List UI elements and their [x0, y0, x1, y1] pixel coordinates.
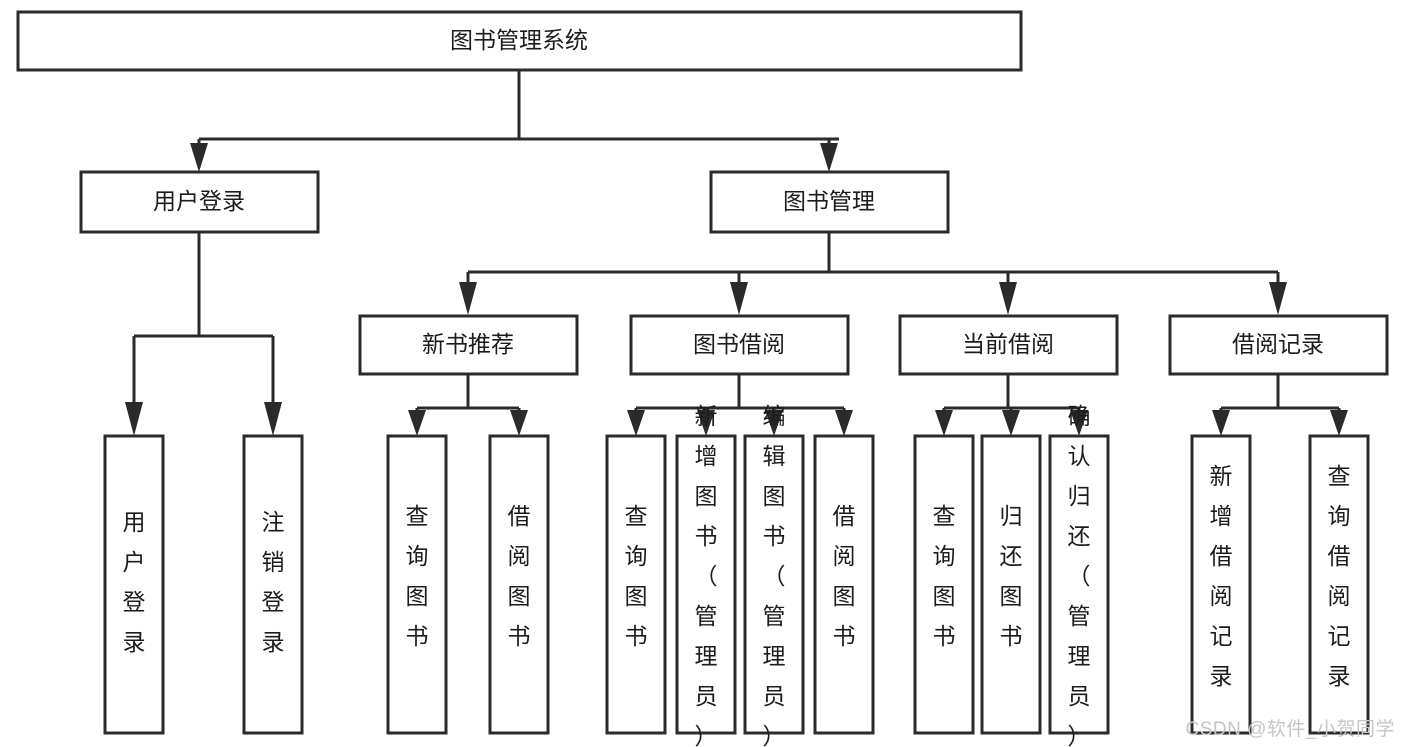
leaf-box [103, 434, 165, 735]
leaf-node-query-book-1[interactable]: 查询图书 [386, 434, 448, 735]
leaf-node-borrow-book-2[interactable]: 借阅图书 [813, 434, 875, 735]
root-box [16, 10, 1023, 72]
leaf-label: 编辑图书（管理员） [763, 403, 786, 747]
connectors-newbook-to-leaves [408, 375, 528, 436]
leaf-box [913, 434, 975, 735]
leaf-label: 借阅图书 [833, 503, 856, 649]
book-management-box [709, 170, 950, 234]
leaf-node-query-book-2[interactable]: 查询图书 [605, 434, 667, 735]
current-borrow-label: 当前借阅 [962, 331, 1054, 357]
leaf-node-borrow-book-1[interactable]: 借阅图书 [488, 434, 550, 735]
leaf-node-query-record[interactable]: 查询借阅记录 [1308, 434, 1370, 735]
leaf-label: 用户登录 [123, 509, 146, 655]
connectors-borrow-to-leaves [627, 375, 853, 436]
leaf-box [605, 434, 667, 735]
node-borrow-record[interactable]: 借阅记录 [1168, 314, 1389, 376]
node-book-borrow[interactable]: 图书借阅 [629, 314, 850, 376]
leaf-node-query-book-3[interactable]: 查询图书 [913, 434, 975, 735]
leaf-node-logout[interactable]: 注销登录 [242, 434, 304, 735]
node-book-management[interactable]: 图书管理 [709, 170, 950, 234]
leaf-box [1190, 434, 1252, 735]
leaf-box [675, 434, 737, 735]
leaf-label: 归还图书 [1000, 503, 1023, 649]
connectors-root-to-level1 [190, 70, 839, 172]
leaf-box [242, 434, 304, 735]
leaf-box [488, 434, 550, 735]
leaf-box [1048, 434, 1110, 735]
new-book-recommend-label: 新书推荐 [422, 331, 514, 357]
current-borrow-box [898, 314, 1119, 376]
user-login-label: 用户登录 [153, 188, 245, 214]
leaf-box [813, 434, 875, 735]
leaf-node-confirm-return[interactable]: 确认归还（管理员） [1048, 403, 1110, 747]
new-book-recommend-box [358, 314, 579, 376]
leaf-label: 借阅图书 [508, 503, 531, 649]
book-management-label: 图书管理 [783, 188, 875, 214]
connectors-currentborrow-to-leaves [935, 375, 1088, 436]
leaf-label: 确认归还（管理员） [1068, 403, 1091, 747]
book-borrow-label: 图书借阅 [693, 331, 785, 357]
leaf-box [980, 434, 1042, 735]
connectors-bookmgmt-to-level2 [459, 232, 1287, 315]
borrow-record-label: 借阅记录 [1232, 331, 1324, 357]
leaf-box [743, 434, 805, 735]
leaf-label: 新增图书（管理员） [695, 403, 718, 747]
leaf-label: 查询借阅记录 [1328, 463, 1351, 689]
leaf-box [1308, 434, 1370, 735]
node-user-login[interactable]: 用户登录 [79, 170, 320, 234]
book-borrow-box [629, 314, 850, 376]
node-root-book-management-system[interactable]: 图书管理系统 [16, 10, 1023, 72]
user-login-box [79, 170, 320, 234]
root-label: 图书管理系统 [450, 27, 588, 53]
leaf-node-add-book[interactable]: 新增图书（管理员） [675, 403, 737, 747]
node-new-book-recommend[interactable]: 新书推荐 [358, 314, 579, 376]
connectors-record-to-leaves [1212, 375, 1348, 436]
leaf-label: 查询图书 [406, 503, 429, 649]
leaf-label: 注销登录 [262, 509, 285, 655]
borrow-record-box [1168, 314, 1389, 376]
leaf-node-return-book[interactable]: 归还图书 [980, 434, 1042, 735]
leaf-node-add-record[interactable]: 新增借阅记录 [1190, 434, 1252, 735]
leaf-label: 查询图书 [933, 503, 956, 649]
node-current-borrow[interactable]: 当前借阅 [898, 314, 1119, 376]
leaf-label: 新增借阅记录 [1210, 463, 1233, 689]
leaf-node-user-login[interactable]: 用户登录 [103, 434, 165, 735]
leaf-label: 查询图书 [625, 503, 648, 649]
connectors-userlogin-to-leaves [125, 232, 282, 436]
leaf-node-edit-book[interactable]: 编辑图书（管理员） [743, 403, 805, 747]
leaf-box [386, 434, 448, 735]
